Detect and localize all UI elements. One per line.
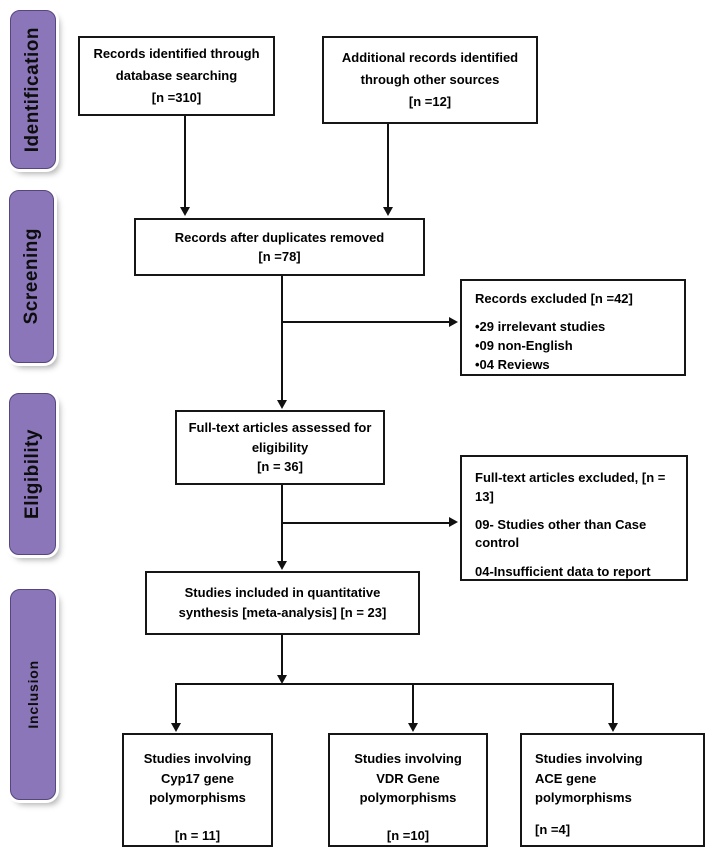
box-fulltext-excluded-title: Full-text articles excluded, [n = 13] — [475, 470, 666, 504]
box-fulltext-assessed-line2: eligibility — [251, 439, 309, 455]
box-records-identified-line1: Records identified through — [93, 46, 260, 62]
box-additional-records-count: [n =12] — [408, 93, 452, 109]
connector-branch-to-cyp17 — [175, 684, 177, 724]
box-records-excluded-bullet1: •29 irrelevant studies — [475, 318, 606, 334]
arrowhead-fulltext-to-synthesis — [277, 561, 287, 570]
box-vdr-count: [n =10] — [386, 827, 430, 843]
box-records-identified: Records identified through database sear… — [78, 36, 275, 116]
stage-screening: Screening — [9, 190, 54, 363]
box-additional-records-line1: Additional records identified — [341, 50, 519, 66]
arrowhead-duplicates-to-fulltext — [277, 400, 287, 409]
box-records-excluded: Records excluded [n =42] •29 irrelevant … — [460, 279, 686, 376]
box-additional-records-line2: through other sources — [360, 72, 500, 88]
box-records-excluded-bullet3: •04 Reviews — [475, 356, 550, 372]
box-cyp17-line2: Cyp17 gene — [161, 770, 234, 786]
arrowhead-to-records-excluded — [449, 317, 458, 327]
box-ace-line2: ACE gene — [535, 770, 597, 786]
connector-branch-to-vdr — [412, 684, 414, 724]
box-fulltext-assessed: Full-text articles assessed for eligibil… — [175, 410, 385, 485]
box-cyp17-line3: polymorphisms — [149, 790, 246, 805]
box-vdr-line2: VDR Gene — [376, 770, 440, 786]
box-records-excluded-bullet2: •09 non-English — [475, 337, 573, 353]
arrowhead-synthesis-to-branch — [277, 675, 287, 684]
box-vdr-line3: polymorphisms — [359, 790, 457, 805]
connector-identified-to-duplicates — [184, 116, 186, 209]
connector-to-records-excluded — [282, 321, 449, 323]
box-quantitative-synthesis: Studies included in quantitative synthes… — [145, 571, 420, 635]
stage-eligibility-label: Eligibility — [21, 429, 43, 519]
connector-fulltext-to-synthesis — [281, 485, 283, 563]
connector-additional-to-duplicates — [387, 124, 389, 209]
box-cyp17-count: [n = 11] — [174, 827, 221, 843]
box-after-duplicates-line1: Records after duplicates removed — [174, 229, 385, 245]
box-quantitative-synthesis-line2: synthesis [meta-analysis] [n = 23] — [178, 604, 387, 620]
stage-inclusion: Inclusion — [10, 589, 56, 800]
connector-to-fulltext-excluded — [282, 522, 449, 524]
stage-eligibility: Eligibility — [9, 393, 56, 555]
arrowhead-additional-to-duplicates — [383, 207, 393, 216]
box-after-duplicates: Records after duplicates removed [n =78] — [134, 218, 425, 276]
connector-branch-to-ace — [612, 684, 614, 724]
branch-distributor-line — [175, 683, 614, 685]
box-fulltext-excluded: Full-text articles excluded, [n = 13] 09… — [460, 455, 688, 581]
box-quantitative-synthesis-line1: Studies included in quantitative — [184, 585, 381, 600]
box-fulltext-excluded-reason1: 09- Studies other than Case control — [475, 516, 647, 550]
stage-identification: Identification — [10, 10, 56, 169]
arrowhead-branch-to-ace — [608, 723, 618, 732]
box-vdr-line1: Studies involving — [354, 751, 462, 766]
arrowhead-identified-to-duplicates — [180, 207, 190, 216]
box-cyp17-line1: Studies involving — [143, 751, 252, 766]
stage-screening-label: Screening — [20, 228, 42, 325]
arrowhead-to-fulltext-excluded — [449, 517, 458, 527]
arrowhead-branch-to-vdr — [408, 723, 418, 732]
connector-synthesis-to-branch — [281, 635, 283, 676]
box-ace-count: [n =4] — [535, 821, 571, 837]
box-fulltext-assessed-line1: Full-text articles assessed for — [188, 420, 372, 436]
box-ace: Studies involving ACE gene polymorphisms… — [520, 733, 705, 847]
box-records-excluded-title: Records excluded [n =42] — [475, 291, 633, 306]
box-records-identified-line2: database searching — [115, 68, 238, 84]
connector-duplicates-to-fulltext — [281, 276, 283, 401]
box-ace-line1: Studies involving — [535, 751, 643, 766]
box-after-duplicates-count: [n =78] — [258, 249, 301, 264]
stage-inclusion-label: Inclusion — [25, 660, 41, 729]
stage-identification-label: Identification — [22, 26, 43, 153]
box-fulltext-excluded-reason2: 04-Insufficient data to report — [475, 564, 651, 580]
box-additional-records: Additional records identified through ot… — [322, 36, 538, 124]
box-vdr: Studies involving VDR Gene polymorphisms… — [328, 733, 488, 847]
arrowhead-branch-to-cyp17 — [171, 723, 181, 732]
box-cyp17: Studies involving Cyp17 gene polymorphis… — [122, 733, 273, 847]
box-records-identified-count: [n =310] — [151, 89, 202, 105]
box-fulltext-assessed-count: [n = 36] — [257, 459, 303, 475]
box-ace-line3: polymorphisms — [535, 790, 632, 805]
